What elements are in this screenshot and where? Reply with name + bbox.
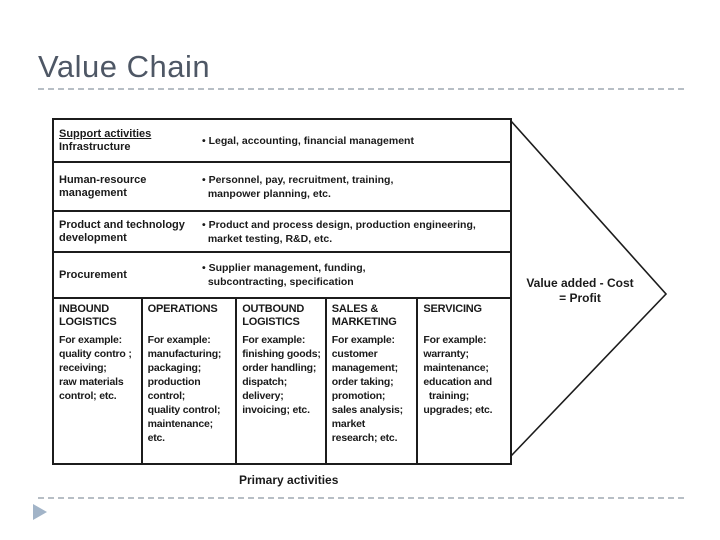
value-chain-diagram: Support activities Infrastructure • Lega… — [52, 118, 512, 465]
column-header: SERVICING — [423, 303, 482, 315]
support-row-label: Support activities Infrastructure — [54, 120, 202, 161]
support-row-procurement: Procurement • Supplier management, fundi… — [54, 253, 510, 299]
column-inbound-logistics: INBOUND LOGISTICS For example: quality c… — [54, 299, 143, 463]
support-row-label: Procurement — [54, 253, 202, 297]
column-outbound-logistics: OUTBOUND LOGISTICS For example: finishin… — [237, 299, 327, 463]
support-row-label-text: Infrastructure — [59, 141, 131, 153]
column-sales-marketing: SALES & MARKETING For example: customer … — [327, 299, 419, 463]
page-title: Value Chain — [38, 49, 211, 84]
profit-arrow-shape — [510, 120, 668, 457]
slide-advance-icon[interactable] — [33, 504, 47, 520]
support-activities-heading: Support activities — [59, 127, 152, 140]
support-row-human-resource: Human-resource management • Personnel, p… — [54, 163, 510, 212]
support-row-label: Product and technology development — [54, 212, 202, 251]
column-operations: OPERATIONS For example: manufacturing; p… — [143, 299, 238, 463]
support-row-description: • Legal, accounting, financial managemen… — [202, 134, 414, 147]
support-row-label-text: Product and technology development — [59, 218, 185, 245]
column-body: For example: manufacturing; packaging; p… — [147, 334, 222, 444]
support-row-label-text: Procurement — [59, 268, 127, 281]
column-header: OUTBOUND LOGISTICS — [242, 303, 305, 328]
support-row-label-text: Human-resource management — [59, 173, 147, 200]
column-body: For example: customer management; order … — [331, 334, 403, 444]
primary-activities-row: INBOUND LOGISTICS For example: quality c… — [54, 299, 510, 463]
support-row-infrastructure: Support activities Infrastructure • Lega… — [54, 120, 510, 163]
column-body: For example: warranty; maintenance; educ… — [423, 334, 493, 416]
column-header: OPERATIONS — [147, 303, 218, 315]
support-row-product-technology: Product and technology development • Pro… — [54, 212, 510, 253]
support-row-description: • Personnel, pay, recruitment, training,… — [202, 173, 394, 200]
column-header: INBOUND LOGISTICS — [59, 303, 117, 328]
support-row-description: • Supplier management, funding, subcontr… — [202, 262, 366, 288]
profit-arrow-label: Value added - Cost = Profit — [526, 276, 634, 305]
column-body: For example: quality contro ; receiving;… — [59, 334, 132, 402]
support-row-description: • Product and process design, production… — [202, 218, 476, 245]
column-body: For example: finishing goods; order hand… — [242, 334, 321, 416]
primary-activities-label: Primary activities — [239, 473, 339, 487]
support-row-label: Human-resource management — [54, 163, 202, 210]
title-divider — [38, 88, 688, 90]
footer-divider — [38, 497, 688, 499]
column-servicing: SERVICING For example: warranty; mainten… — [418, 299, 510, 463]
column-header: SALES & MARKETING — [331, 303, 397, 328]
